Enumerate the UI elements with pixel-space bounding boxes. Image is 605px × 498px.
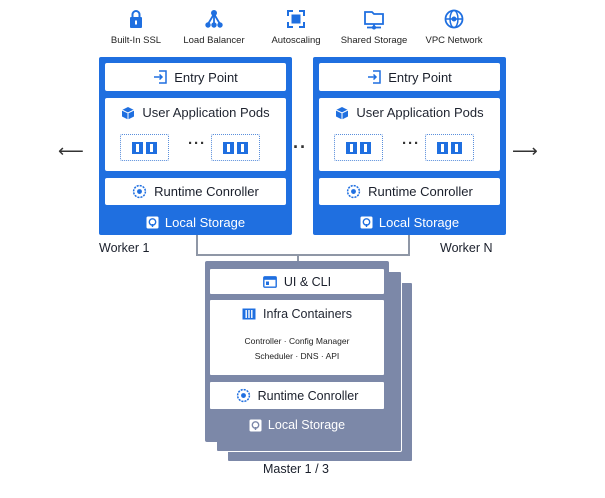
container-icon	[346, 141, 357, 154]
local-storage: Local Storage	[313, 212, 506, 232]
network-nodes-icon	[205, 10, 223, 28]
local-storage: Local Storage	[99, 212, 292, 232]
ui-cli-label: UI & CLI	[283, 274, 332, 289]
pods-title: User Application Pods	[356, 105, 484, 120]
entry-point-box: Entry Point	[319, 63, 500, 91]
shared-folder-icon	[364, 11, 384, 30]
container-icon	[146, 141, 157, 154]
user-pods-box: User Application Pods ···	[105, 98, 286, 171]
feature-label: Built-In SSL	[110, 35, 162, 46]
feature-shared-storage: Shared Storage	[329, 8, 419, 46]
local-storage: Local Storage	[205, 415, 389, 435]
user-pods-box: User Application Pods ···	[319, 98, 500, 171]
connector-master	[297, 254, 299, 262]
runtime-label: Runtime Conroller	[368, 184, 473, 199]
runtime-controller-box: Runtime Conroller	[319, 178, 500, 205]
container-icon	[132, 141, 143, 154]
feature-vpc: VPC Network	[409, 8, 499, 46]
container-icon	[223, 141, 234, 154]
pods-ellipsis: ···	[402, 135, 420, 152]
storage-icon	[146, 216, 159, 228]
container-icon	[360, 141, 371, 154]
feature-label: Autoscaling	[271, 35, 321, 46]
storage-icon	[360, 216, 373, 228]
local-storage-label: Local Storage	[267, 418, 346, 432]
entry-icon	[368, 70, 381, 84]
scale-right-arrow: ⟶	[512, 141, 538, 161]
infra-components-line2: Scheduler · DNS · API	[254, 351, 340, 361]
feature-label: VPC Network	[425, 35, 483, 46]
infra-components-line1: Controller · Config Manager	[244, 336, 350, 346]
gear-icon	[236, 388, 250, 403]
worker-1-label: Worker 1	[99, 241, 150, 255]
worker-node-1: Entry Point User Application Pods ··· Ru	[99, 57, 292, 235]
pods-title: User Application Pods	[142, 105, 270, 120]
connector-worker1-down	[196, 235, 198, 255]
entry-point-box: Entry Point	[105, 63, 286, 91]
worker-n-label: Worker N	[440, 241, 493, 255]
entry-point-label: Entry Point	[174, 69, 238, 85]
connector-workerN-down	[408, 235, 410, 255]
entry-point-label: Entry Point	[388, 69, 452, 85]
scale-left-arrow: ⟵	[58, 141, 84, 161]
runtime-label: Runtime Conroller	[154, 184, 259, 199]
infra-containers-box: Infra Containers Controller · Config Man…	[210, 300, 384, 375]
expand-icon	[287, 10, 305, 28]
pods-ellipsis: ···	[188, 135, 206, 152]
master-label: Master 1 / 3	[263, 462, 329, 476]
cube-icon	[336, 106, 349, 119]
runtime-controller-box: Runtime Conroller	[210, 382, 384, 409]
worker-node-n: Entry Point User Application Pods ··· Ru	[313, 57, 506, 235]
window-icon	[262, 275, 277, 288]
runtime-controller-box: Runtime Conroller	[105, 178, 286, 205]
runtime-label: Runtime Conroller	[257, 388, 359, 403]
pod-group	[425, 134, 474, 161]
master-node: UI & CLI Infra Containers Controller · C…	[205, 261, 389, 442]
connector-horizontal	[196, 254, 410, 256]
cube-icon	[122, 106, 135, 119]
container-icon	[237, 141, 248, 154]
gear-icon	[346, 184, 361, 199]
globe-icon	[444, 9, 464, 29]
entry-icon	[154, 70, 167, 84]
container-icon	[437, 141, 448, 154]
pod-group	[211, 134, 260, 161]
container-icon	[451, 141, 462, 154]
storage-icon	[249, 419, 262, 431]
infra-title: Infra Containers	[263, 307, 352, 321]
feature-label: Shared Storage	[340, 35, 408, 46]
feature-label: Load Balancer	[183, 35, 245, 46]
containers-icon	[242, 308, 256, 320]
local-storage-label: Local Storage	[378, 214, 460, 230]
feature-autoscaling: Autoscaling	[251, 8, 341, 46]
pod-group	[334, 134, 383, 161]
gear-icon	[132, 184, 147, 199]
ui-cli-box: UI & CLI	[210, 269, 384, 294]
lock-icon	[130, 10, 142, 28]
feature-ssl: Built-In SSL	[91, 8, 181, 46]
local-storage-label: Local Storage	[164, 214, 246, 230]
feature-load-balancer: Load Balancer	[169, 8, 259, 46]
pod-group	[120, 134, 169, 161]
